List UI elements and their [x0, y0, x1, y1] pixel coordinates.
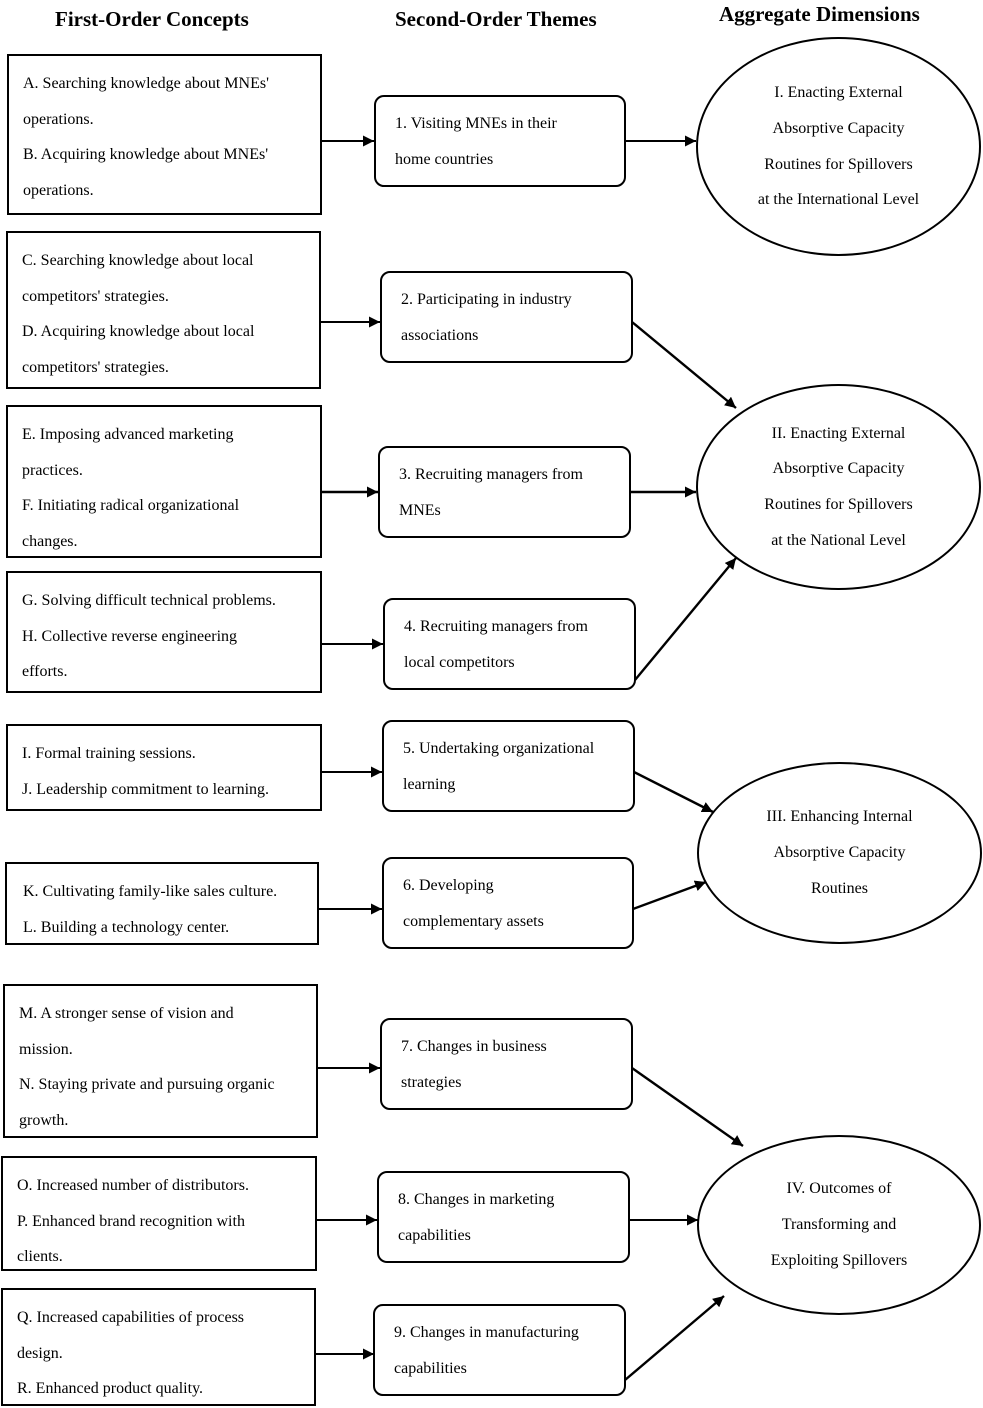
concept-line: design. [17, 1344, 63, 1362]
theme-line: 7. Changes in business [401, 1038, 547, 1055]
concept-box-q-r: Q. Increased capabilities of process des… [1, 1288, 316, 1406]
theme-line: learning [403, 775, 456, 793]
concept-line: F. Initiating radical organizational [22, 497, 240, 515]
header-second-order-themes: Second-Order Themes [395, 7, 597, 31]
arrow-theme-2-to-dimension-2 [631, 321, 737, 409]
concept-box-o-p: O. Increased number of distributors. P. … [1, 1156, 317, 1271]
concept-line: M. A stronger sense of vision and [19, 1005, 234, 1022]
arrow-theme-7-to-dimension-4 [631, 1067, 744, 1147]
concept-line: O. Increased number of distributors. [17, 1177, 249, 1194]
header-aggregate-dimensions: Aggregate Dimensions [719, 2, 920, 26]
dimension-line: Transforming and [781, 1216, 897, 1234]
theme-line: 9. Changes in manufacturing [394, 1324, 579, 1341]
arrow-theme-5-to-dimension-3 [633, 770, 714, 814]
theme-box-3: 3. Recruiting managers from MNEs [378, 446, 631, 538]
dimension-line: Routines [811, 879, 868, 897]
theme-box-6: 6. Developing complementary assets [382, 857, 634, 949]
concept-line: R. Enhanced product quality. [17, 1380, 204, 1398]
dimension-line: Absorptive Capacity [772, 460, 905, 478]
theme-line: strategies [401, 1073, 462, 1091]
concept-line: changes. [22, 533, 78, 551]
concept-line: J. Leadership commitment to learning. [22, 780, 270, 798]
theme-line: capabilities [398, 1226, 471, 1244]
concept-line: operations. [23, 110, 94, 128]
dimension-ellipse-4: IV. Outcomes of Transforming and Exploit… [697, 1135, 981, 1315]
theme-line: 1. Visiting MNEs in their [395, 115, 557, 132]
concept-line: G. Solving difficult technical problems. [22, 592, 276, 609]
concept-line: competitors' strategies. [22, 359, 169, 377]
theme-box-5: 5. Undertaking organizational learning [382, 720, 635, 812]
theme-line: 2. Participating in industry [401, 291, 572, 308]
dimension-ellipse-1: I. Enacting External Absorptive Capacity… [696, 37, 981, 256]
theme-box-1: 1. Visiting MNEs in their home countries [374, 95, 626, 187]
dimension-line: Routines for Spillovers [764, 496, 913, 513]
theme-line: MNEs [399, 501, 441, 519]
theme-line: 3. Recruiting managers from [399, 466, 583, 483]
concept-line: competitors' strategies. [22, 287, 169, 305]
concept-line: A. Searching knowledge about MNEs' [23, 75, 269, 92]
theme-box-7: 7. Changes in business strategies [380, 1018, 633, 1110]
dimension-line: II. Enacting External [771, 424, 906, 442]
dimension-line: III. Enhancing Internal [766, 808, 913, 826]
theme-line: local competitors [404, 653, 515, 671]
dimension-line: I. Enacting External [774, 84, 903, 102]
concept-line: clients. [17, 1248, 63, 1266]
concept-box-e-f: E. Imposing advanced marketing practices… [6, 405, 322, 558]
arrow-theme-9-to-dimension-4 [624, 1295, 725, 1381]
concept-line: N. Staying private and pursuing organic [19, 1076, 275, 1094]
concept-line: B. Acquiring knowledge about MNEs' [23, 146, 269, 164]
theme-line: 5. Undertaking organizational [403, 740, 595, 757]
theme-line: associations [401, 326, 479, 344]
theme-line: home countries [395, 150, 494, 168]
concept-box-c-d: C. Searching knowledge about local compe… [6, 231, 321, 389]
concept-line: mission. [19, 1040, 73, 1058]
concept-line: L. Building a technology center. [23, 918, 230, 936]
concept-box-i-j: I. Formal training sessions. J. Leadersh… [6, 724, 322, 811]
dimension-line: Exploiting Spillovers [770, 1251, 908, 1269]
concept-line: operations. [23, 182, 94, 200]
concept-line: C. Searching knowledge about local [22, 252, 254, 269]
theme-line: 8. Changes in marketing [398, 1191, 555, 1208]
concept-box-a-b: A. Searching knowledge about MNEs' opera… [7, 54, 322, 215]
arrow-theme-4-to-dimension-2 [634, 557, 737, 681]
concept-box-k-l: K. Cultivating family-like sales culture… [5, 862, 319, 945]
concept-line: growth. [19, 1112, 69, 1130]
concept-line: P. Enhanced brand recognition with [17, 1212, 245, 1230]
theme-box-2: 2. Participating in industry association… [380, 271, 633, 363]
concept-line: H. Collective reverse engineering [22, 627, 238, 645]
concept-line: D. Acquiring knowledge about local [22, 323, 255, 341]
dimension-line: at the National Level [771, 531, 906, 549]
theme-line: 4. Recruiting managers from [404, 618, 588, 635]
theme-box-9: 9. Changes in manufacturing capabilities [373, 1304, 626, 1396]
theme-line: complementary assets [403, 912, 544, 930]
theme-box-4: 4. Recruiting managers from local compet… [383, 598, 636, 690]
arrow-theme-6-to-dimension-3 [632, 880, 707, 911]
concept-line: practices. [22, 461, 83, 479]
concept-box-m-n: M. A stronger sense of vision and missio… [3, 984, 318, 1138]
concept-line: Q. Increased capabilities of process [17, 1309, 245, 1326]
concept-line: I. Formal training sessions. [22, 745, 196, 762]
concept-line: E. Imposing advanced marketing [22, 426, 234, 443]
dimension-line: Routines for Spillovers [764, 155, 913, 173]
theme-box-8: 8. Changes in marketing capabilities [377, 1171, 630, 1263]
dimension-line: IV. Outcomes of [786, 1180, 892, 1198]
concept-box-g-h: G. Solving difficult technical problems.… [6, 571, 322, 693]
dimension-line: Absorptive Capacity [773, 844, 906, 862]
concept-line: efforts. [22, 663, 68, 681]
dimension-ellipse-3: III. Enhancing Internal Absorptive Capac… [697, 762, 982, 944]
theme-line: capabilities [394, 1359, 467, 1377]
concept-line: K. Cultivating family-like sales culture… [23, 883, 278, 900]
theme-line: 6. Developing [403, 877, 494, 894]
header-first-order-concepts: First-Order Concepts [55, 7, 249, 31]
dimension-line: at the International Level [757, 191, 920, 209]
dimension-ellipse-2: II. Enacting External Absorptive Capacit… [696, 384, 981, 590]
dimension-line: Absorptive Capacity [772, 119, 905, 137]
